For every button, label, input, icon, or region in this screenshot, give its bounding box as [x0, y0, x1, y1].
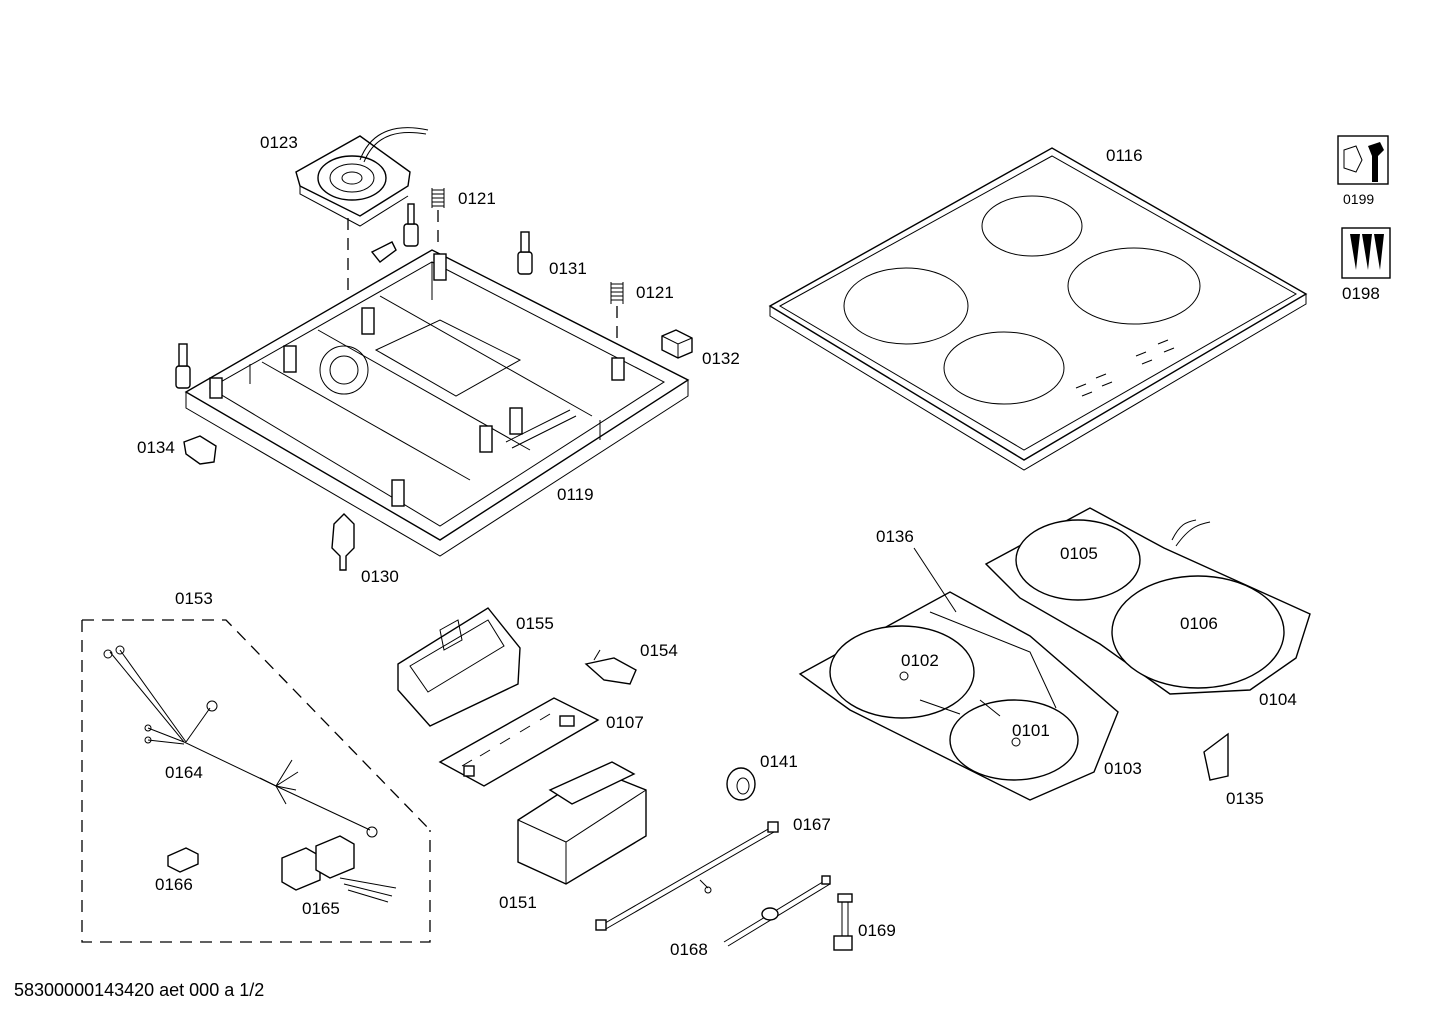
- label-0123: 0123: [260, 133, 298, 152]
- label-0104: 0104: [1259, 690, 1297, 709]
- label-0136: 0136: [876, 527, 914, 546]
- fan-part-0123[interactable]: [295, 127, 429, 227]
- power-module-part-0151[interactable]: [517, 761, 647, 885]
- clip-part-0135[interactable]: [1203, 732, 1229, 781]
- label-0105: 0105: [1060, 544, 1098, 563]
- ferrite-ring-part-0141[interactable]: [726, 767, 756, 801]
- label-0107: 0107: [606, 713, 644, 732]
- label-0153: 0153: [175, 589, 213, 608]
- label-0103: 0103: [1104, 759, 1142, 778]
- label-0132: 0132: [702, 349, 740, 368]
- wiring-group-0153: [81, 619, 431, 943]
- label-0199: 0199: [1343, 191, 1374, 207]
- tool-icon-0199[interactable]: [1337, 135, 1389, 185]
- spring-part-0121-b[interactable]: [610, 282, 624, 304]
- sensor-part-0154[interactable]: [584, 649, 637, 685]
- clip-part-0134[interactable]: [183, 435, 217, 465]
- label-0119: 0119: [557, 485, 594, 504]
- cable-part-0168[interactable]: [723, 875, 831, 947]
- label-0151: 0151: [499, 893, 537, 912]
- connector-part-0169[interactable]: [833, 893, 853, 951]
- label-0116: 0116: [1106, 146, 1143, 165]
- label-0101: 0101: [1012, 721, 1050, 740]
- label-0141: 0141: [760, 752, 798, 771]
- label-0168: 0168: [670, 940, 708, 959]
- label-0121-upper: 0121: [458, 189, 496, 208]
- label-0169: 0169: [858, 921, 896, 940]
- label-0164: 0164: [165, 763, 203, 782]
- base-frame-part-0119[interactable]: [184, 249, 690, 557]
- label-0106: 0106: [1180, 614, 1218, 633]
- circuit-board-part-0107[interactable]: [438, 697, 600, 787]
- label-0131: 0131: [549, 259, 587, 278]
- drawing-reference-footer: 58300000143420 aet 000 a 1/2: [14, 980, 265, 1000]
- label-0130: 0130: [361, 567, 399, 586]
- connector-part-0132[interactable]: [661, 329, 693, 359]
- pin-part[interactable]: [403, 203, 419, 247]
- label-0154: 0154: [640, 641, 678, 660]
- label-0155: 0155: [516, 614, 554, 633]
- label-0167: 0167: [793, 815, 831, 834]
- terminal-block-part-0165[interactable]: [281, 835, 397, 903]
- label-0102: 0102: [901, 651, 939, 670]
- label-0135: 0135: [1226, 789, 1264, 808]
- screw-icon-0198[interactable]: [1341, 227, 1391, 279]
- label-0121-lower: 0121: [636, 283, 674, 302]
- clip-part[interactable]: [370, 241, 397, 263]
- label-0165: 0165: [302, 899, 340, 918]
- pin-part-0131[interactable]: [517, 231, 533, 275]
- label-0134: 0134: [137, 438, 175, 457]
- pin-part-0130[interactable]: [331, 513, 355, 571]
- leader-line: [913, 547, 957, 613]
- pin-part-left[interactable]: [175, 343, 191, 389]
- coil-carrier-part-0103[interactable]: [798, 591, 1119, 801]
- connector-part-0166[interactable]: [167, 847, 199, 873]
- cable-part-0167[interactable]: [595, 821, 779, 931]
- bracket-part-0155[interactable]: [397, 607, 521, 727]
- spring-part-0121[interactable]: [431, 188, 445, 208]
- coil-carrier-part-0104[interactable]: [984, 507, 1311, 695]
- label-0198: 0198: [1342, 284, 1380, 303]
- label-0166: 0166: [155, 875, 193, 894]
- cooktop-glass-part-0116[interactable]: [768, 147, 1308, 471]
- cable-harness-part-0164[interactable]: [103, 645, 378, 838]
